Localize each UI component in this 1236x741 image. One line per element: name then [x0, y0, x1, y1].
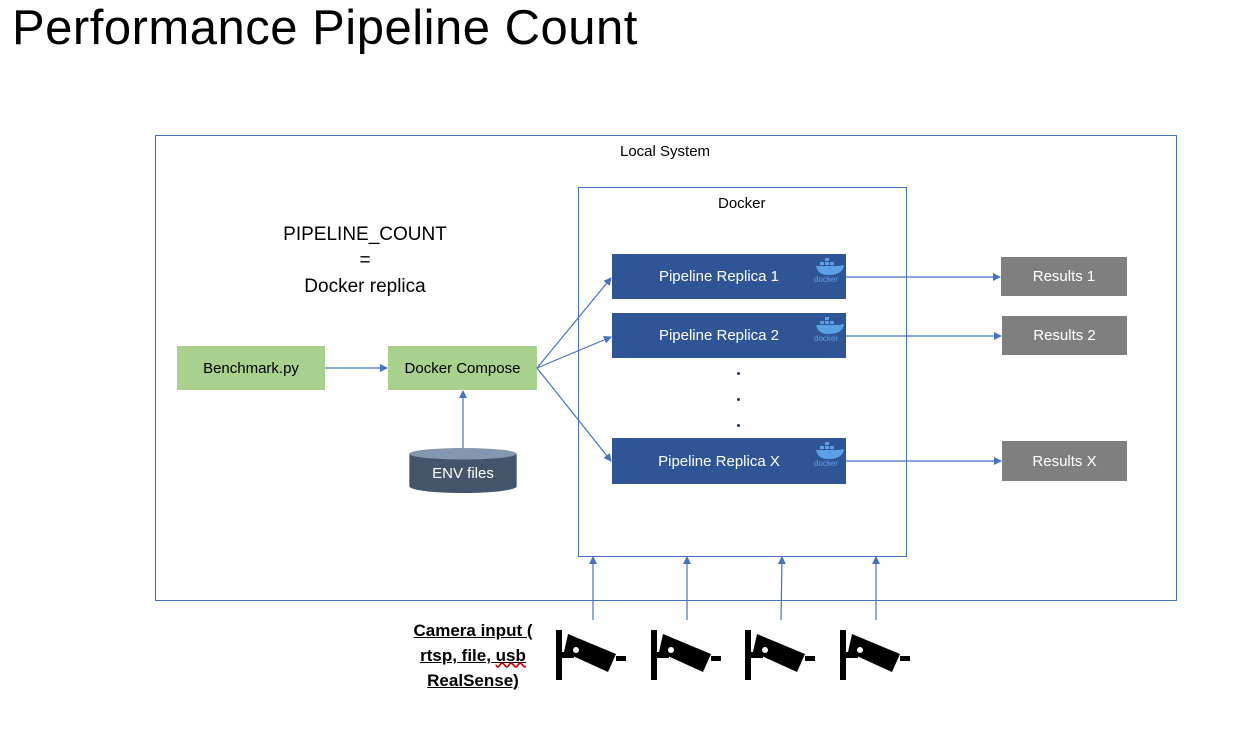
benchmark-label: Benchmark.py	[203, 359, 299, 377]
env-files-cylinder: ENV files	[407, 448, 519, 496]
results-label: Results 1	[1032, 268, 1096, 285]
results-2-box: Results 2	[1002, 316, 1127, 355]
docker-frame	[578, 187, 907, 557]
benchmark-box: Benchmark.py	[177, 346, 325, 390]
docker-logo-icon: docker	[812, 315, 846, 345]
ellipsis-dot	[737, 372, 740, 375]
equation-line-2: =	[359, 250, 371, 271]
docker-logo-text: docker	[814, 275, 839, 284]
docker-logo-icon: docker	[812, 256, 846, 286]
ellipsis-dot	[737, 424, 740, 427]
docker-logo-text: docker	[814, 334, 839, 343]
equation-line-1: PIPELINE_COUNT	[283, 224, 447, 245]
docker-compose-label: Docker Compose	[404, 359, 521, 377]
ellipsis-dot	[737, 398, 740, 401]
local-system-label: Local System	[620, 143, 711, 160]
pipeline-replica-x: Pipeline Replica X docker	[612, 438, 846, 484]
pipeline-replica-2: Pipeline Replica 2 docker	[612, 313, 846, 358]
docker-label: Docker	[718, 195, 766, 212]
local-system-frame	[155, 135, 1177, 601]
docker-logo-icon: docker	[812, 440, 846, 470]
pipeline-replica-label: Pipeline Replica X	[658, 452, 780, 470]
camera-input-line-2: rtsp, file, usb	[398, 643, 548, 668]
results-1-box: Results 1	[1001, 257, 1127, 296]
database-icon	[409, 448, 517, 494]
docker-logo-text: docker	[814, 459, 839, 468]
camera-input-line-2a: rtsp, file,	[420, 646, 496, 665]
camera-input-line-3: RealSense)	[427, 671, 519, 690]
security-camera-icon	[838, 628, 912, 682]
results-x-box: Results X	[1002, 441, 1127, 481]
pipeline-replica-label: Pipeline Replica 1	[658, 268, 780, 285]
security-camera-icon	[743, 628, 817, 682]
results-label: Results 2	[1033, 327, 1096, 344]
env-files-label: ENV files	[432, 465, 494, 482]
pipeline-count-equation: PIPELINE_COUNT = Docker replica	[265, 222, 465, 300]
camera-input-line-1: Camera input (	[413, 621, 533, 640]
equation-line-3: Docker replica	[304, 276, 426, 297]
security-camera-icon	[554, 628, 628, 682]
docker-compose-box: Docker Compose	[388, 346, 537, 390]
security-camera-icon	[649, 628, 723, 682]
pipeline-replica-1: Pipeline Replica 1 docker	[612, 254, 846, 299]
pipeline-replica-label: Pipeline Replica 2	[658, 327, 780, 344]
camera-input-label: Camera input ( rtsp, file, usb RealSense…	[398, 618, 548, 693]
camera-input-line-2b: usb	[495, 646, 526, 665]
results-label: Results X	[1032, 452, 1097, 470]
page-title: Performance Pipeline Count	[12, 1, 638, 55]
